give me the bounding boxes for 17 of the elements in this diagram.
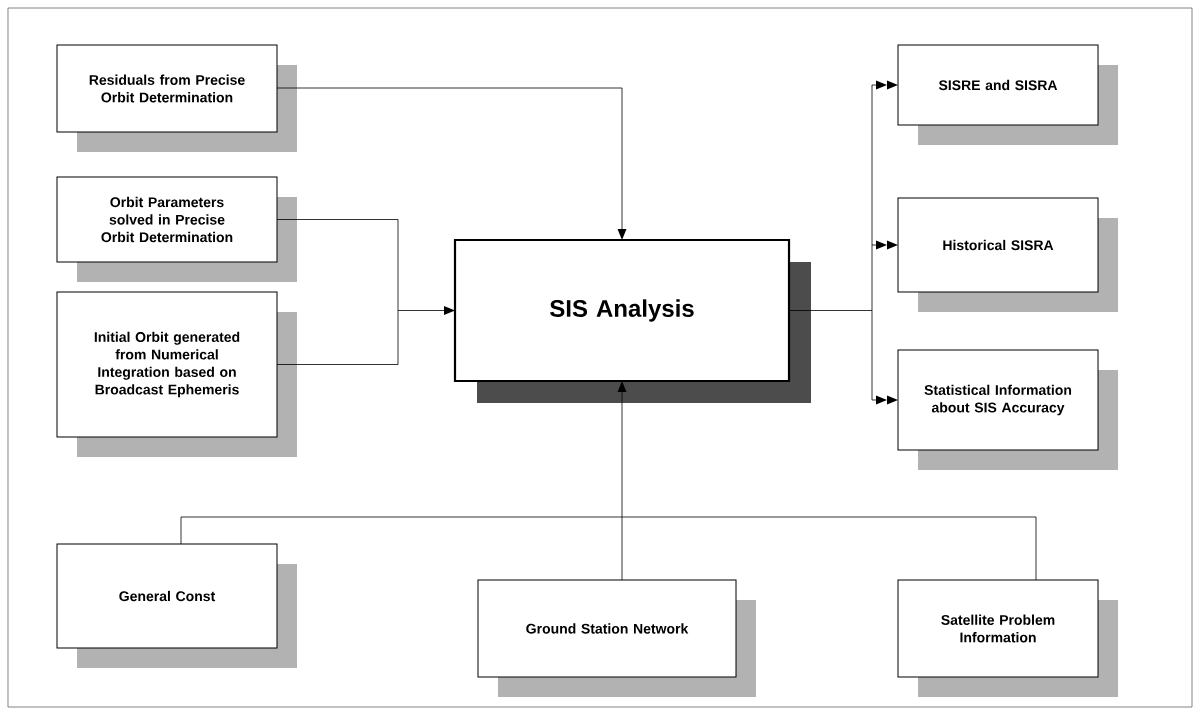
process-box: General Const: [56, 543, 297, 668]
process-box: SISRE and SISRA: [897, 44, 1118, 145]
arrow: [871, 395, 898, 405]
main-box: SIS Analysis: [453, 238, 811, 403]
process-box: Historical SISRA: [897, 197, 1118, 312]
process-box: Orbit Parameters solved in Precise Orbit Determination: [56, 176, 297, 282]
connector-line: [397, 219, 455, 365]
arrow: [871, 80, 898, 90]
arrow: [276, 87, 627, 240]
process-box: Initial Orbit generated from Numerical Integration based on Broadcast Ephemeris: [56, 291, 297, 457]
arrow: [871, 240, 898, 250]
connector-line: [180, 381, 1037, 518]
process-box: Satellite Problem Information: [897, 579, 1118, 697]
process-box: Residuals from Precise Orbit Determination: [56, 44, 297, 152]
connector-line: [788, 84, 873, 401]
process-box: Statistical Information about SIS Accuracy: [897, 349, 1118, 470]
process-box: Ground Station Network: [477, 579, 756, 697]
